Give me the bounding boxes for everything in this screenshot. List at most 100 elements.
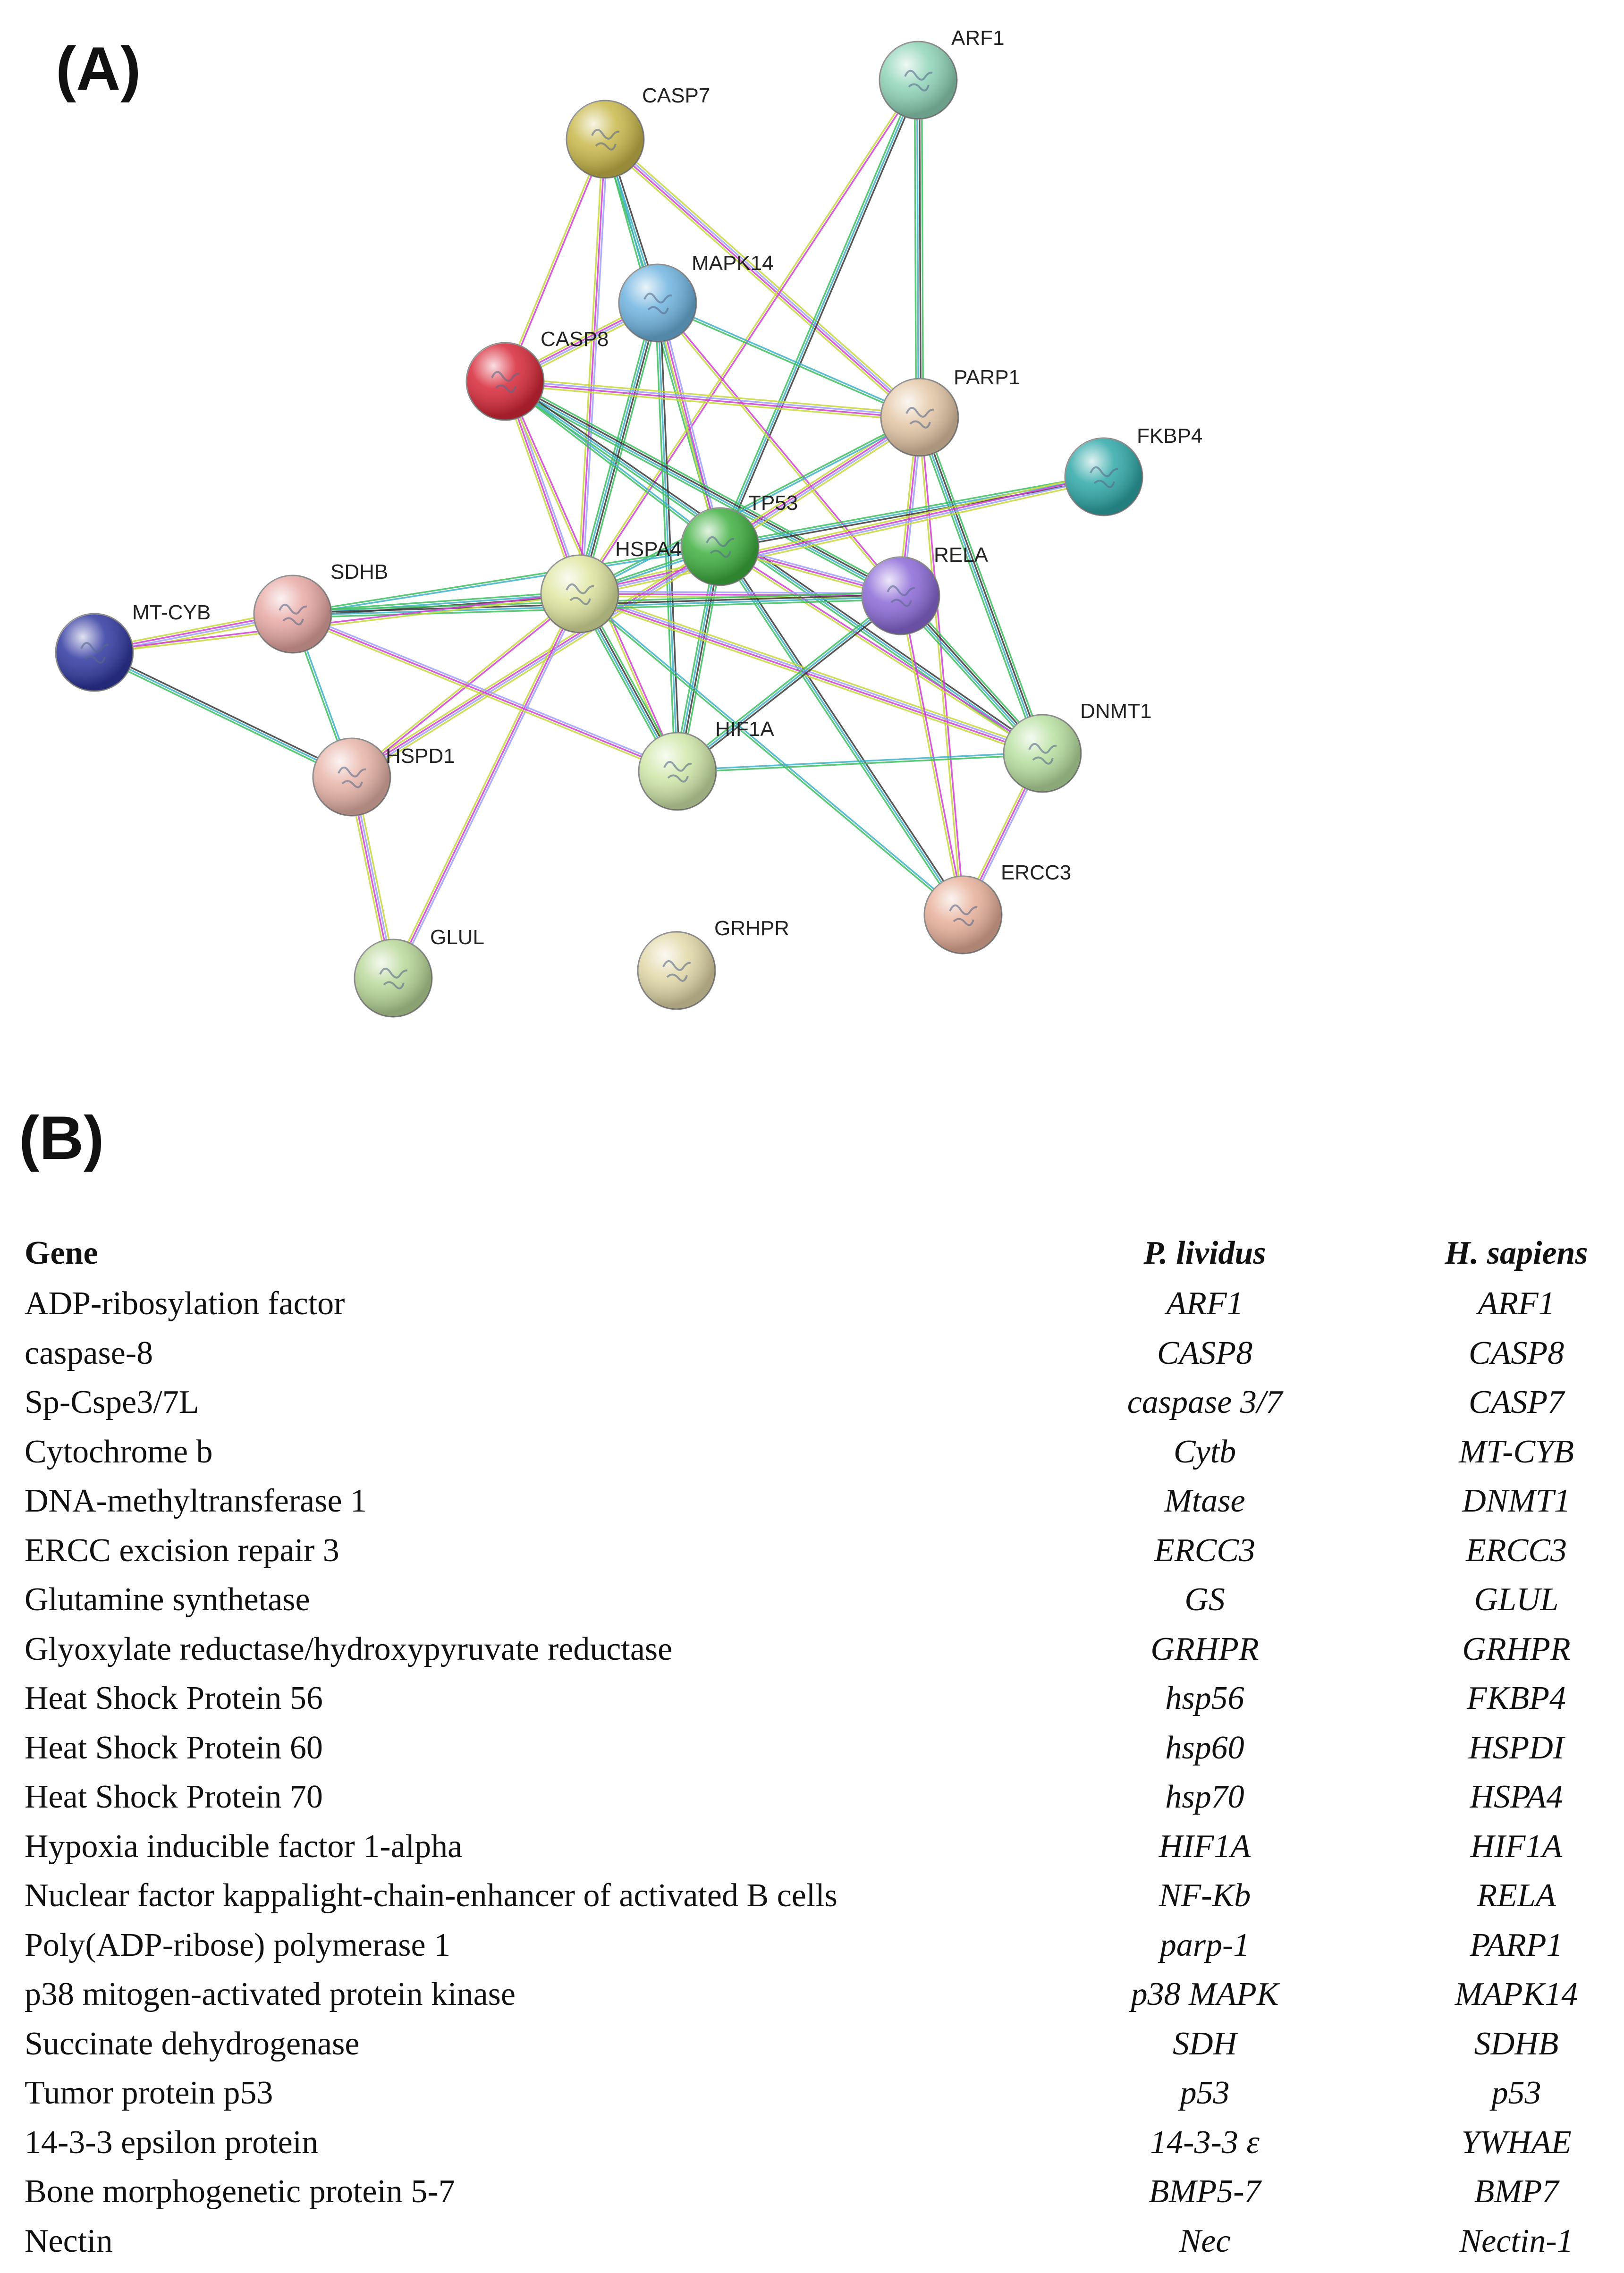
protein-structure-icon xyxy=(706,536,735,558)
protein-structure-icon xyxy=(80,642,109,664)
edge-casp8-parp1 xyxy=(505,377,920,422)
edge-hspa4-ercc3 xyxy=(578,592,964,917)
table-row: Nuclear factor kappalight-chain-enhancer… xyxy=(25,1871,1616,1921)
p-lividus-symbol-cell: hsp70 xyxy=(1165,1779,1244,1816)
node-casp7: CASP7 xyxy=(566,84,710,179)
p-lividus-symbol-cell: HIF1A xyxy=(1159,1828,1251,1865)
edge-sdhb-hif1a xyxy=(291,611,679,775)
node-gloss-casp8 xyxy=(466,343,544,420)
p-lividus-symbol-cell: caspase 3/7 xyxy=(1127,1384,1283,1421)
node-sdhb: SDHB xyxy=(253,560,388,654)
h-sapiens-symbol-cell: YWHAE xyxy=(1461,2124,1572,2161)
node-dnmt1: DNMT1 xyxy=(1003,700,1152,793)
gene-table: Gene P. lividus H. sapiens ADP-ribosylat… xyxy=(25,1227,1616,2266)
edge-parp1-hspa4 xyxy=(579,415,921,596)
protein-structure-icon xyxy=(379,968,408,989)
node-gloss-hif1a xyxy=(639,733,716,810)
node-label-dnmt1: DNMT1 xyxy=(1080,700,1152,723)
p-lividus-symbol-cell: p38 MAPK xyxy=(1131,1976,1279,2013)
node-gloss-casp7 xyxy=(567,101,644,178)
node-label-hspd1: HSPD1 xyxy=(386,744,455,768)
panel-b-label: (B) xyxy=(19,1103,104,1172)
node-label-casp8: CASP8 xyxy=(541,328,609,351)
edge-tp53-dnmt1 xyxy=(719,545,1044,755)
h-sapiens-symbol-cell: CASP8 xyxy=(1468,1335,1565,1371)
h-sapiens-symbol-cell: GRHPR xyxy=(1462,1631,1571,1667)
h-sapiens-symbol-cell: MT-CYB xyxy=(1459,1433,1574,1470)
node-label-rela: RELA xyxy=(934,543,989,566)
gene-name-cell: Glyoxylate reductase/hydroxypyruvate red… xyxy=(25,1631,673,1667)
node-gloss-grhpr xyxy=(638,932,715,1009)
node-label-grhpr: GRHPR xyxy=(714,917,789,940)
gene-name-cell: Tumor protein p53 xyxy=(25,2075,273,2112)
node-arf1: ARF1 xyxy=(879,26,1004,120)
node-gloss-arf1 xyxy=(880,42,957,119)
node-label-hspa4: HSPA4 xyxy=(615,538,682,561)
h-sapiens-symbol-cell: PARP1 xyxy=(1470,1927,1563,1963)
protein-structure-icon xyxy=(643,293,672,314)
protein-structure-icon xyxy=(905,407,934,429)
panel-a-label: (A) xyxy=(56,34,141,103)
edge-casp7-hspa4 xyxy=(576,139,609,594)
node-gloss-hspd1 xyxy=(313,738,390,816)
edge-fkbp4-tp53 xyxy=(719,473,1105,550)
edge-mt-cyb-hspd1 xyxy=(93,649,353,780)
p-lividus-symbol-cell: GRHPR xyxy=(1150,1631,1259,1667)
gene-name-cell: Poly(ADP-ribose) polymerase 1 xyxy=(25,1927,451,1963)
h-sapiens-symbol-cell: BMP7 xyxy=(1474,2173,1559,2210)
edge-mapk14-rela xyxy=(656,302,903,597)
node-hspd1: HSPD1 xyxy=(312,737,455,817)
h-sapiens-symbol-cell: HSPDI xyxy=(1468,1729,1565,1766)
edge-fkbp4-hspa4 xyxy=(578,472,1105,599)
edge-mapk14-tp53 xyxy=(654,302,723,548)
protein-structure-icon xyxy=(663,761,692,783)
gene-name-cell: Heat Shock Protein 60 xyxy=(25,1729,323,1766)
node-label-parp1: PARP1 xyxy=(954,366,1020,389)
h-sapiens-symbol-cell: ERCC3 xyxy=(1466,1532,1567,1569)
gene-name-cell: Nuclear factor kappalight-chain-enhancer… xyxy=(25,1877,837,1914)
h-sapiens-symbol-cell: HIF1A xyxy=(1470,1828,1563,1865)
node-ercc3: ERCC3 xyxy=(923,861,1071,955)
node-casp8: CASP8 xyxy=(465,328,609,421)
node-gloss-mapk14 xyxy=(619,264,696,342)
node-label-tp53: TP53 xyxy=(748,491,798,515)
protein-structure-icon xyxy=(904,70,933,92)
protein-structure-icon xyxy=(662,960,691,982)
node-gloss-tp53 xyxy=(681,508,759,585)
p-lividus-symbol-cell: Nec xyxy=(1179,2222,1231,2259)
node-glul: GLUL xyxy=(354,926,484,1018)
p-lividus-symbol-cell: NF-Kb xyxy=(1159,1877,1251,1914)
edge-casp8-tp53 xyxy=(504,380,721,549)
node-label-ercc3: ERCC3 xyxy=(1001,861,1071,884)
h-sapiens-symbol-cell: MAPK14 xyxy=(1455,1976,1578,2013)
node-gloss-ercc3 xyxy=(924,876,1002,954)
gene-name-cell: Sp-Cspe3/7L xyxy=(25,1384,199,1421)
header-h-sapiens: H. sapiens xyxy=(1445,1235,1588,1271)
p-lividus-symbol-cell: hsp56 xyxy=(1165,1680,1244,1717)
node-grhpr: GRHPR xyxy=(637,917,789,1010)
protein-structure-icon xyxy=(279,604,307,625)
gene-name-cell: caspase-8 xyxy=(25,1335,153,1371)
p-lividus-symbol-cell: ARF1 xyxy=(1166,1285,1243,1322)
edge-casp8-rela xyxy=(503,377,903,600)
node-label-mt-cyb: MT-CYB xyxy=(132,601,211,624)
gene-name-cell: Cytochrome b xyxy=(25,1433,213,1470)
h-sapiens-symbol-cell: SDHB xyxy=(1474,2025,1559,2062)
gene-name-cell: ERCC excision repair 3 xyxy=(25,1532,339,1569)
edge-hspa4-glul xyxy=(390,592,583,980)
gene-name-cell: ADP-ribosylation factor xyxy=(25,1285,345,1322)
h-sapiens-symbol-cell: DNMT1 xyxy=(1462,1483,1571,1520)
gene-name-cell: 14-3-3 epsilon protein xyxy=(25,2124,319,2161)
gene-name-cell: Succinate dehydrogenase xyxy=(25,2025,360,2062)
